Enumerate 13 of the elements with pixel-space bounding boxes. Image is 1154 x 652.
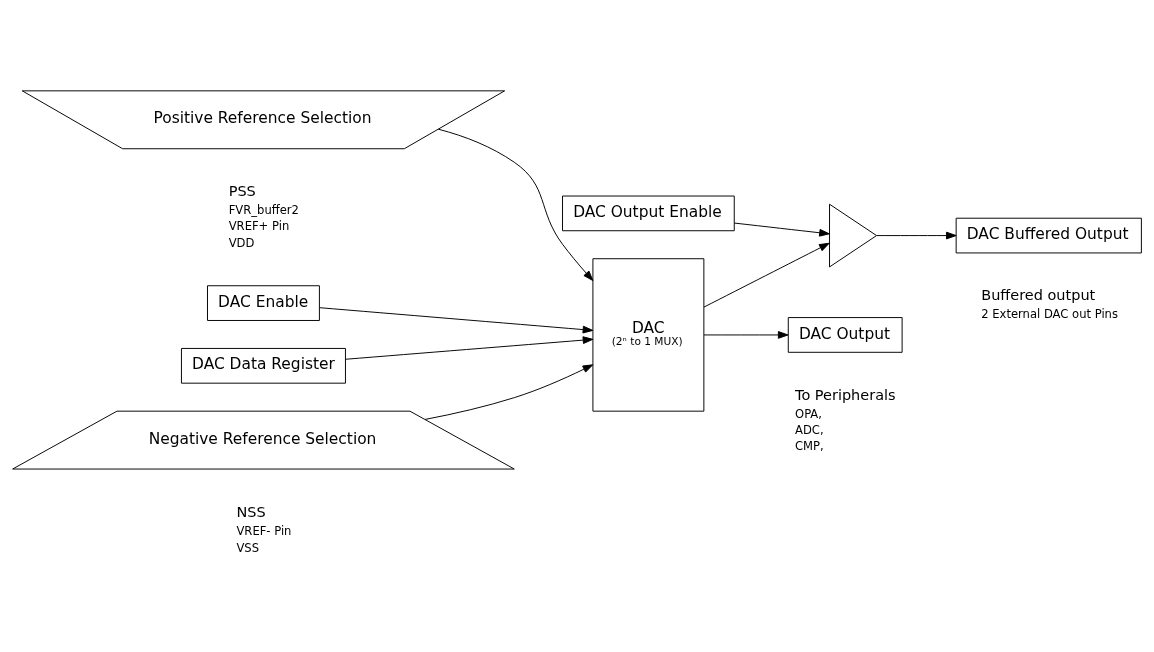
label: VDD xyxy=(228,235,255,250)
label: FVR_buffer2 xyxy=(228,202,299,217)
label: 2 External DAC out Pins xyxy=(981,306,1118,321)
label: VSS xyxy=(236,540,260,555)
label: VREF+ Pin xyxy=(228,218,290,233)
label: CMP, xyxy=(795,438,824,453)
label: OPA, xyxy=(795,406,822,421)
label: PSS xyxy=(228,182,256,199)
label: To Peripherals xyxy=(795,386,896,403)
label: NSS xyxy=(236,503,266,520)
label: Buffered output xyxy=(981,286,1096,303)
label: VREF- Pin xyxy=(236,523,292,538)
label: ADC, xyxy=(795,422,824,437)
